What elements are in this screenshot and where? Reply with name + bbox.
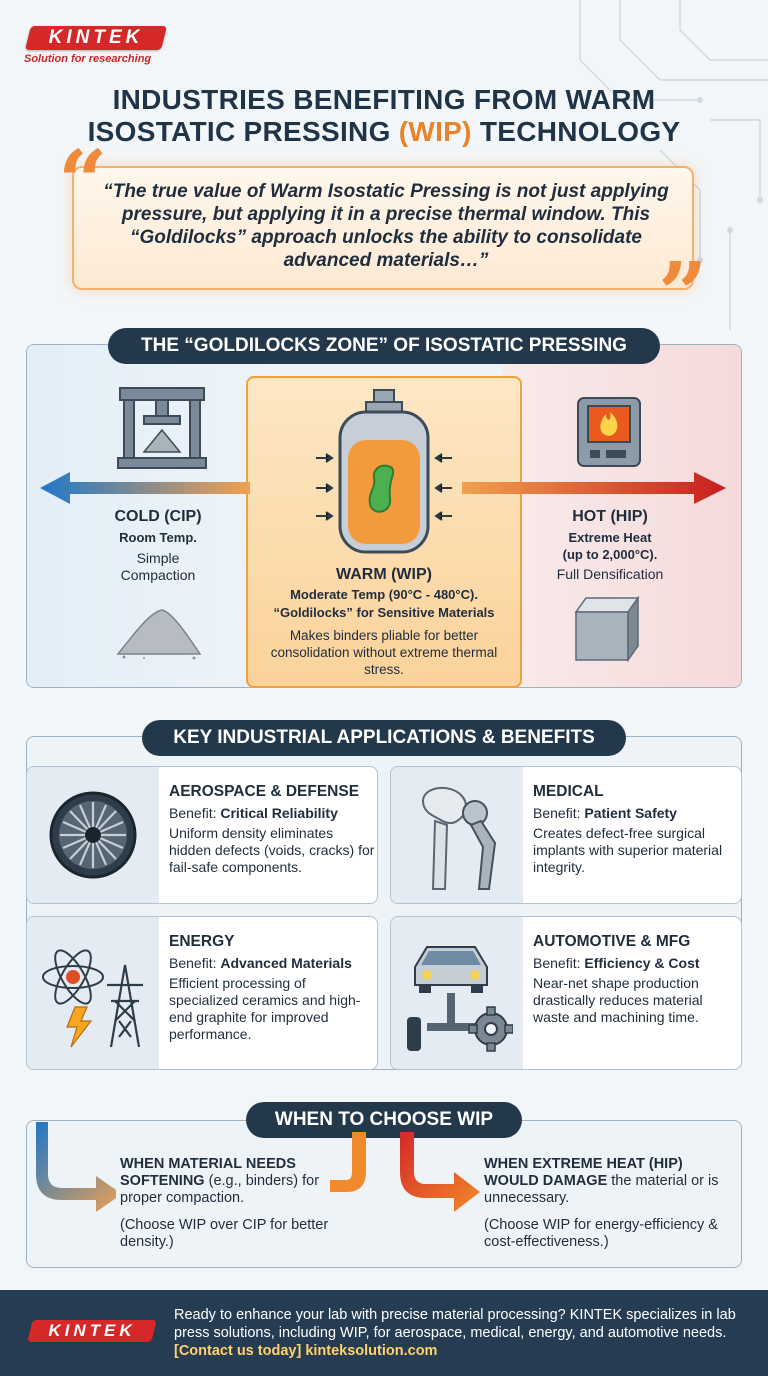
powder-pile-icon <box>116 609 202 660</box>
benefit-prefix: Benefit: <box>169 955 221 971</box>
when-right-rest: the material or is unnecessary. <box>484 1173 719 1206</box>
bend-arrow-orange-icon <box>330 1132 366 1192</box>
benefit-value: Efficiency & Cost <box>584 955 700 971</box>
applications-heading: KEY INDUSTRIAL APPLICATIONS & BENEFITS <box>142 720 626 756</box>
when-right-bold: WHEN EXTREME HEAT (HIP) WOULD DAMAGE <box>484 1156 683 1189</box>
page-title: INDUSTRIES BENEFITING FROM WARM ISOSTATI… <box>0 84 768 148</box>
hot-line-1: Extreme Heat <box>568 530 652 545</box>
footer-logo-text: KINTEK <box>48 1321 136 1340</box>
card-desc: Creates defect-free surgical implants wi… <box>533 825 723 875</box>
atom-power-icon <box>42 949 143 1048</box>
card-body: MEDICAL Benefit: Patient Safety Creates … <box>533 783 739 876</box>
title-line-1: INDUSTRIES BENEFITING FROM WARM <box>112 84 656 115</box>
hot-line-3: Full Densification <box>556 566 664 582</box>
hot-arrow-icon <box>462 472 726 504</box>
benefit-prefix: Benefit: <box>533 805 585 821</box>
cold-line-1: Room Temp. <box>119 530 197 545</box>
card-benefit: Benefit: Advanced Materials <box>169 955 375 971</box>
pressure-vessel-icon <box>316 389 452 554</box>
benefit-value: Critical Reliability <box>220 805 338 821</box>
furnace-icon <box>577 397 641 467</box>
card-title: AUTOMOTIVE & MFG <box>533 933 691 950</box>
turbine-engine-icon <box>49 791 137 879</box>
cold-line-3: Compaction <box>120 567 196 583</box>
benefit-prefix: Benefit: <box>169 805 221 821</box>
when-left-rest: (e.g., binders) for proper compaction. <box>120 1173 320 1206</box>
card-desc: Efficient processing of specialized cera… <box>169 975 361 1042</box>
when-right-main: WHEN EXTREME HEAT (HIP) WOULD DAMAGE the… <box>484 1156 734 1207</box>
card-body: AEROSPACE & DEFENSE Benefit: Critical Re… <box>169 783 375 876</box>
card-title: AEROSPACE & DEFENSE <box>169 783 360 800</box>
cold-title: COLD (CIP) <box>114 508 202 525</box>
when-to-choose-heading: WHEN TO CHOOSE WIP <box>246 1102 522 1138</box>
card-desc: Near-net shape production drastically re… <box>533 975 703 1025</box>
when-right: WHEN EXTREME HEAT (HIP) WOULD DAMAGE the… <box>484 1156 734 1251</box>
warm-line-1: Moderate Temp (90°C - 480°C). <box>290 587 478 602</box>
app-card-aerospace: AEROSPACE & DEFENSE Benefit: Critical Re… <box>26 766 378 904</box>
hot-title: HOT (HIP) <box>572 508 648 525</box>
solid-cube-icon <box>574 595 640 662</box>
warm-line-2: “Goldilocks” for Sensitive Materials <box>273 605 495 620</box>
footer-body: Ready to enhance your lab with precise m… <box>174 1307 736 1341</box>
benefit-value: Advanced Materials <box>220 955 352 971</box>
quote-open-icon: “ <box>58 132 108 233</box>
circuit-decoration <box>579 0 768 330</box>
footer-text: Ready to enhance your lab with precise m… <box>174 1306 754 1360</box>
hot-line-2: (up to 2,000°C). <box>562 547 658 562</box>
when-left-bold: WHEN MATERIAL NEEDS SOFTENING <box>120 1156 296 1189</box>
title-highlight: (WIP) <box>398 116 472 147</box>
card-body: AUTOMOTIVE & MFG Benefit: Efficiency & C… <box>533 933 739 1026</box>
brand-tagline: Solution for researching <box>24 53 152 65</box>
when-left-main: WHEN MATERIAL NEEDS SOFTENING (e.g., bin… <box>120 1156 332 1207</box>
contact-link[interactable]: [Contact us today] <box>174 1343 302 1359</box>
card-benefit: Benefit: Critical Reliability <box>169 805 375 821</box>
app-card-energy: ENERGY Benefit: Advanced Materials Effic… <box>26 916 378 1070</box>
when-left: WHEN MATERIAL NEEDS SOFTENING (e.g., bin… <box>120 1156 332 1251</box>
quote-close-icon: ” <box>658 244 708 345</box>
bend-arrow-blue-icon <box>36 1122 116 1212</box>
when-left-note: (Choose WIP over CIP for better density.… <box>120 1217 329 1250</box>
card-benefit: Benefit: Efficiency & Cost <box>533 955 739 971</box>
benefit-value: Patient Safety <box>584 805 677 821</box>
app-card-automotive: AUTOMOTIVE & MFG Benefit: Efficiency & C… <box>390 916 742 1070</box>
quote-text: “The true value of Warm Isostatic Pressi… <box>103 181 669 271</box>
hip-implant-icon <box>421 786 497 890</box>
title-line-2-post: TECHNOLOGY <box>471 116 681 147</box>
when-to-choose-panel <box>26 1120 742 1268</box>
app-card-medical: MEDICAL Benefit: Patient Safety Creates … <box>390 766 742 904</box>
website-link[interactable]: kinteksolution.com <box>305 1343 438 1359</box>
card-body: ENERGY Benefit: Advanced Materials Effic… <box>169 933 375 1043</box>
bend-arrow-red-icon <box>400 1132 480 1212</box>
warm-title: WARM (WIP) <box>336 566 432 583</box>
quote-box <box>72 166 694 290</box>
card-desc: Uniform density eliminates hidden defect… <box>169 825 375 875</box>
cold-line-2: Simple <box>136 550 180 566</box>
benefit-prefix: Benefit: <box>533 955 585 971</box>
when-right-note: (Choose WIP for energy-efficiency & cost… <box>484 1217 718 1250</box>
title-line-2: ISOSTATIC PRESSING (WIP) TECHNOLOGY <box>0 116 768 148</box>
brand-logo-text: KINTEK <box>48 27 144 48</box>
card-icon-bg <box>27 917 159 1069</box>
warm-line-3: Makes binders pliable for better consoli… <box>270 628 498 677</box>
cold-arrow-icon <box>40 472 250 504</box>
card-title: ENERGY <box>169 933 235 950</box>
press-machine-icon <box>117 387 207 469</box>
title-line-2-pre: ISOSTATIC PRESSING <box>87 116 399 147</box>
car-gear-icon <box>407 946 513 1052</box>
card-title: MEDICAL <box>533 783 604 800</box>
goldilocks-heading: THE “GOLDILOCKS ZONE” OF ISOSTATIC PRESS… <box>108 328 660 364</box>
card-icon-bg <box>391 767 523 903</box>
card-benefit: Benefit: Patient Safety <box>533 805 739 821</box>
